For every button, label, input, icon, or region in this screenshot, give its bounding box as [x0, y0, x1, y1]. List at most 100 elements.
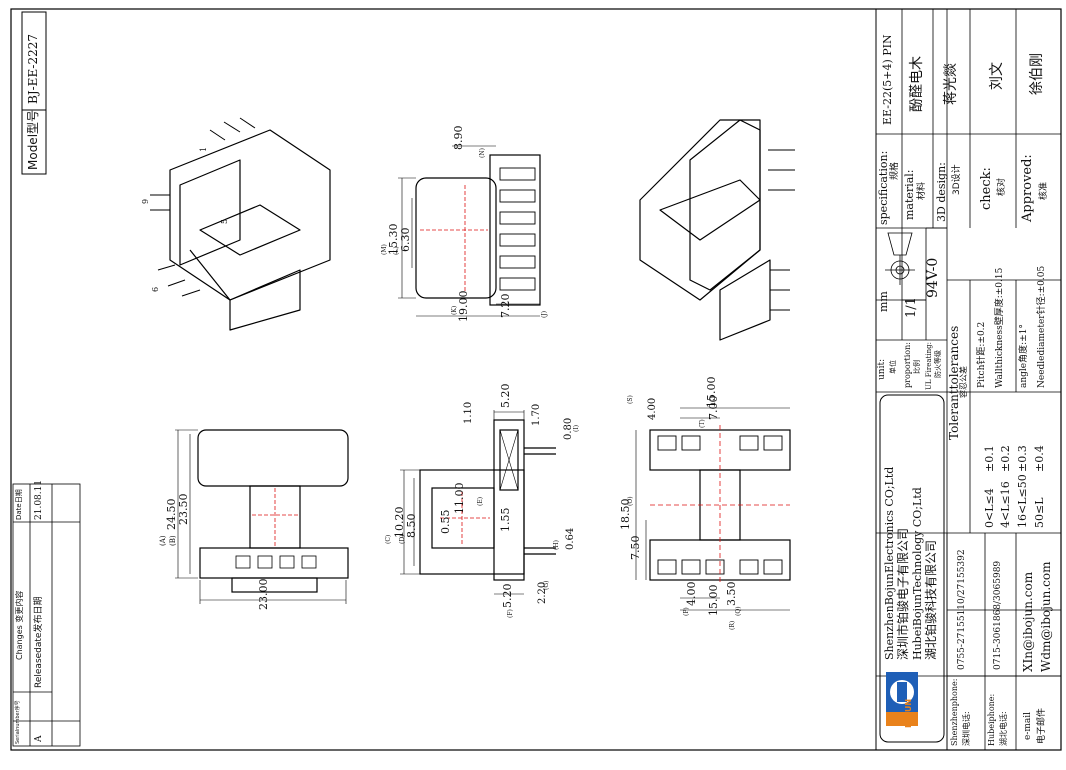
dim-tag-n: (N) [479, 148, 486, 158]
dim-4-00-bottom: 4.00 [685, 581, 698, 607]
dim-tag-d: (D) [399, 534, 406, 545]
contact-shenzhen-value: 0755-27155110/27155392 [957, 549, 967, 670]
design-label: 3D design: [935, 162, 948, 222]
dim-5-20-top: 5.20 [499, 383, 512, 409]
contact-shenzhen-sub: 深圳电话: [962, 711, 971, 746]
pin-label-1: 1 [199, 146, 208, 152]
model-label: Model型号 [26, 109, 40, 170]
changes-header-date: Date日期 [15, 489, 23, 520]
approved-label: Approved: [1020, 154, 1035, 222]
tol-note-2: angle角度:±1° [1019, 324, 1029, 388]
material-value: 酚醛电木 [909, 56, 925, 112]
dim-tag-t: (T) [699, 419, 706, 428]
dim-tag-e: (E) [477, 496, 484, 506]
approved-sub: 核准 [1039, 181, 1049, 200]
dim-7-00: 7.00 [707, 395, 720, 421]
dim-10-20: 10.20 [393, 506, 406, 539]
dim-1-55: 1.55 [499, 507, 512, 533]
dim-8-90: 8.90 [452, 125, 465, 151]
approved-value: 徐伯刚 [1029, 53, 1045, 95]
check-value: 刘文 [989, 62, 1005, 90]
dim-6-30: 6.30 [399, 227, 412, 253]
check-sub: 核对 [997, 177, 1007, 196]
dim-tag-h: (H) [553, 540, 560, 550]
dim-0-64: 0.64 [565, 527, 576, 550]
tol-value-0: ±0.1 [983, 445, 996, 472]
dim-24-50: 24.50 [165, 498, 178, 531]
dim-15-00-bottom: 15.00 [707, 584, 720, 617]
dim-23-00: 23.00 [257, 578, 270, 611]
dim-tag-r: (R) [729, 620, 736, 630]
contact-shenzhen-label: Shenzhenphone: [950, 678, 959, 746]
changes-table [12, 483, 81, 747]
proportion-value: 1/1 [904, 297, 919, 318]
contact-hubei-sub: 湖北电话: [999, 711, 1008, 746]
dim-tag-p: (P) [683, 607, 690, 616]
pin-label-9: 9 [141, 198, 150, 204]
fire-sub: 防火等级 [934, 350, 942, 378]
dim-tag-j: (J) [541, 310, 548, 318]
model-value: BJ-EE-2227 [26, 33, 40, 104]
view-side [398, 145, 541, 317]
tol-range-1: 4<L≤16 [999, 481, 1012, 528]
dim-11-00: 11.00 [453, 482, 466, 515]
company-logo-text: BOJUN [904, 698, 913, 728]
dim-23-50: 23.50 [177, 493, 190, 526]
tol-value-2: ±0.3 [1016, 445, 1029, 472]
view-iso-right [639, 119, 795, 341]
design-value: 蒋光燚 [943, 63, 959, 105]
unit-label: unit: [877, 358, 887, 380]
dim-tag-m: (M) [381, 244, 388, 255]
view-bottom [635, 407, 791, 611]
dim-0-55: 0.55 [439, 509, 452, 535]
dim-tag-k: (K) [451, 305, 458, 315]
changes-header-serial: Serialnumber序号 [15, 700, 21, 744]
changes-row-changes: Releasedate发布日期 [34, 596, 44, 688]
dim-tag-c: (C) [385, 534, 392, 544]
company-name-3: 湖北铂骏科技有限公司 [924, 539, 938, 660]
check-label: check: [979, 167, 994, 210]
dim-tag-o: (O) [627, 496, 634, 506]
material-sub: 材料 [917, 181, 927, 200]
tol-note-0: Pitch针距:±0.2 [977, 321, 987, 388]
dim-tag-g: (G) [543, 580, 550, 590]
dim-8-50: 8.50 [405, 513, 418, 539]
view-top [175, 429, 349, 604]
dim-7-20: 7.20 [499, 293, 512, 319]
proportion-label: proportion: [903, 342, 912, 388]
view-iso-left [150, 117, 331, 331]
dim-tag-a: (A) [159, 535, 167, 546]
tol-range-0: 0<L≤4 [983, 488, 996, 528]
dim-tag-q: (Q) [735, 606, 742, 616]
proportion-sub: 比例 [913, 360, 921, 374]
tol-value-1: ±0.2 [999, 445, 1012, 472]
company-name-1: 深圳市铂骏电子有限公司 [896, 527, 910, 660]
dim-4-00-top: 4.00 [647, 397, 658, 420]
contact-email-value: XIn@ibojun.com [1021, 571, 1035, 672]
tol-value-3: ±0.4 [1033, 445, 1046, 472]
company-name-0: ShenzhenBojunElectronics CO;Ltd [883, 466, 896, 660]
tol-note-1: Wallthickness壁厚度:±0.15 [995, 267, 1005, 388]
unit-value: mm [877, 291, 890, 312]
contact-hubei-value: 0715-3061868/3065989 [993, 560, 1003, 670]
view-section [400, 410, 556, 595]
dim-1-70: 1.70 [531, 403, 542, 426]
contact-hubei-label: Hubeiphone: [987, 693, 996, 746]
company-logo [886, 672, 918, 726]
contact-email-value2: Wdm@ibojun.com [1039, 561, 1053, 672]
pin-label-5: 5 [220, 218, 229, 224]
dim-tag-l: (L) [393, 246, 400, 255]
title-block-grid [875, 9, 1061, 750]
contact-email-label: e-mail [1023, 711, 1033, 740]
dim-1-10: 1.10 [463, 401, 474, 424]
unit-sub: 单位 [889, 360, 897, 374]
pin-label-6: 6 [151, 286, 160, 292]
changes-header-changes: Changes 变更内容 [15, 590, 24, 660]
dim-7-50: 7.50 [629, 535, 642, 561]
fire-value: 94V-0 [925, 257, 941, 298]
company-name-2: HubeiBojunTechnology CO;Ltd [911, 487, 924, 660]
dim-tag-i: (I) [573, 424, 580, 432]
dim-5-20-bottom: 5.20 [501, 583, 514, 609]
